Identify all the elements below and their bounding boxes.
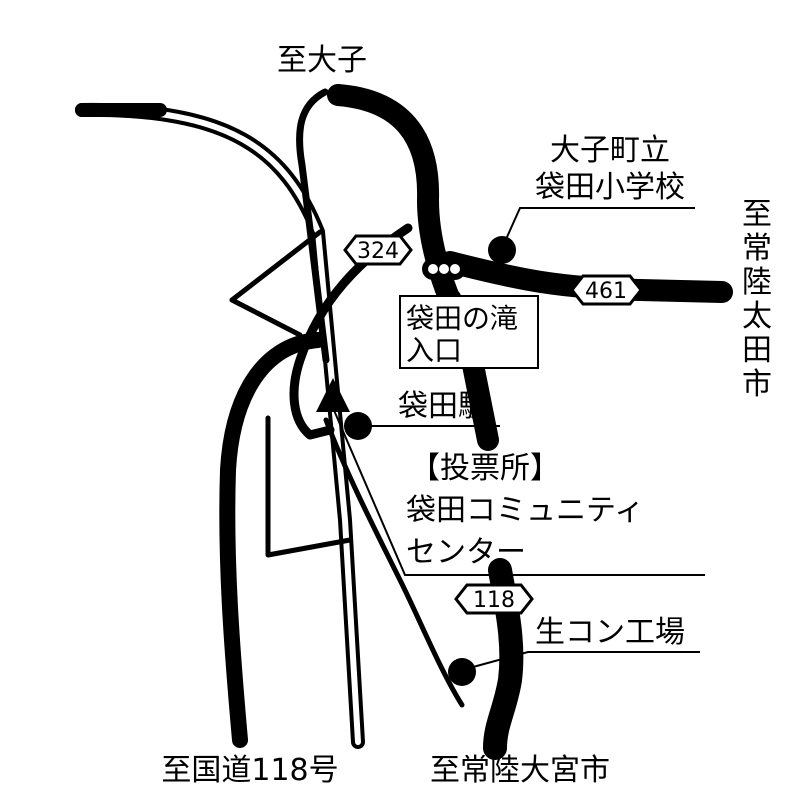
destination-east-char-2: 常 (742, 231, 772, 266)
falls-entrance-label-line-2: 入口 (406, 334, 462, 367)
falls-entrance-marker (422, 258, 466, 280)
destination-east-char-3: 陸 (742, 265, 772, 300)
polling-station-marker (316, 378, 350, 412)
falls-entrance-label-line-1: 袋田の滝 (406, 302, 518, 335)
concrete-plant-label: 生コン工場 (535, 615, 685, 650)
concrete-plant-marker (448, 658, 476, 686)
route-label-324: 324 (357, 239, 399, 264)
station-marker (344, 412, 372, 440)
destination-north: 至大子 (277, 43, 367, 78)
falls-entrance-label: 袋田の滝 入口 (399, 295, 539, 369)
polling-station-label-line-1: 【投票所】 (410, 451, 560, 486)
leader-lines (332, 207, 705, 671)
destination-south-west: 至国道118号 (161, 753, 338, 788)
school-label-line-1: 大子町立 (550, 133, 670, 168)
route-shield-461: 461 (570, 274, 643, 306)
school-label-line-2: 袋田小学校 (535, 170, 685, 205)
destination-east-char-1: 至 (742, 197, 772, 232)
school-marker (488, 236, 516, 264)
station-label: 袋田駅 (398, 389, 488, 424)
destination-east-char-5: 田 (742, 333, 772, 368)
destination-south-east: 至常陸大宮市 (430, 753, 610, 788)
railway-line (75, 102, 365, 749)
destination-east-char-6: 市 (742, 367, 772, 402)
route-label-118: 118 (473, 588, 515, 613)
destination-east: 至 常 陸 太 田 市 (742, 197, 772, 402)
destination-east-char-4: 太 (742, 299, 772, 334)
route-label-461: 461 (585, 279, 627, 304)
route-shield-324: 324 (343, 234, 413, 266)
route-shield-118: 118 (454, 583, 534, 615)
polling-station-label-line-2: 袋田コミュニティ (406, 493, 644, 528)
polling-station-label-line-3: センター (406, 535, 526, 570)
